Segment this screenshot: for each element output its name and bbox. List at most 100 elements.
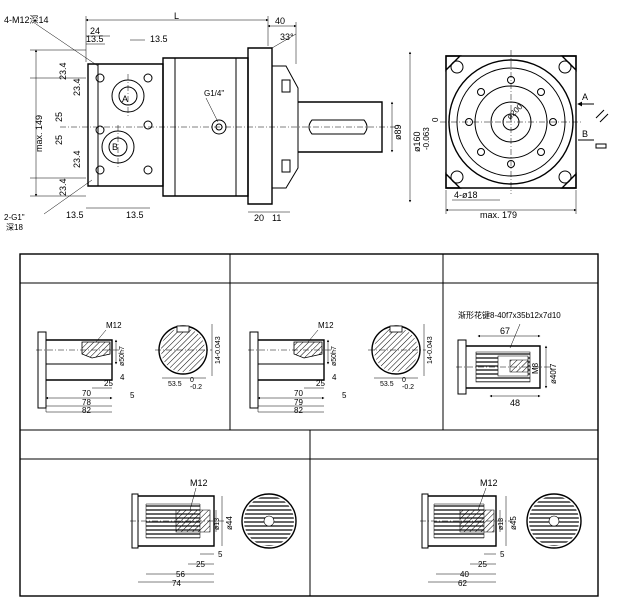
g1-depth-label: 深18 [6, 223, 23, 232]
shaft-end-circle [526, 493, 582, 549]
dim-4-label: 4 [332, 373, 337, 382]
dim-5-label: 5 [218, 550, 223, 559]
dim-13-5-label: 13.5 [86, 34, 104, 44]
dim-62-label: 62 [458, 579, 467, 588]
dim-25-label: 25 [478, 560, 487, 569]
main-view: 4-M12深14 L 24 13.5 13.5 40 33° 23.4 23.4… [4, 11, 440, 232]
d44-label: ø44 [225, 516, 234, 530]
shaft-body [138, 495, 215, 547]
bolt-hole [477, 88, 485, 96]
dim-23-4-label: 23.4 [72, 78, 82, 96]
dim-56-label: 56 [176, 570, 185, 579]
dim-53-tol: -0.2 [402, 384, 414, 391]
shaft-end-circle [241, 493, 297, 549]
shaft-option-1: M12 ø50h7 14-0.043 25 4 70 5 78 82 53.5 … [36, 321, 222, 415]
dim-20-label: 20 [254, 213, 264, 223]
flange-stub [131, 493, 139, 549]
mount-hole [450, 60, 464, 74]
dim-25-label: 25 [104, 379, 113, 388]
g14-leader [205, 97, 219, 123]
dim-74-label: 74 [172, 579, 181, 588]
dim-13-5-label: 13.5 [126, 210, 144, 220]
side-view: A B 4-ø18 max. 179 ø200 [440, 50, 609, 220]
dim-40-label: 40 [460, 570, 469, 579]
dim-5-label: 5 [500, 550, 505, 559]
dia-89-label: ø89 [393, 124, 403, 140]
bolt-hole [477, 148, 485, 156]
dia-160-tol: 0 [431, 117, 440, 122]
dim-25-label: 25 [196, 560, 205, 569]
dim-67-label: 67 [500, 326, 510, 336]
thread-leader [477, 487, 487, 511]
dim-5-label: 5 [342, 391, 347, 400]
dim-53-label: 53.5 [168, 381, 182, 388]
bolt-hole [95, 125, 105, 135]
mount-hole [558, 60, 572, 74]
holes-label: 4-ø18 [454, 190, 478, 200]
rotation-arrow-icon [595, 109, 609, 123]
rotation-arrow-icon [595, 143, 607, 149]
options-table [19, 253, 599, 597]
angle-label: 33° [280, 32, 294, 42]
table-border [19, 253, 599, 597]
d13-label: ø13 [498, 518, 505, 530]
thread-label: M12 [318, 321, 334, 330]
dim-53-tol: -0.2 [190, 384, 202, 391]
dim-11-label: 11 [272, 213, 281, 223]
thread-label: M12 [106, 321, 122, 330]
shaft-body [258, 339, 325, 381]
thread-leader [189, 487, 197, 511]
length-label: L [174, 11, 179, 21]
dim-4-label: 4 [120, 373, 125, 382]
spline-shaft [466, 345, 541, 389]
dim-25-label: 25 [54, 135, 64, 145]
thread-label: M12 [480, 478, 498, 488]
keyway-slot [176, 325, 190, 333]
dim-24-label: 24 [90, 26, 100, 36]
flange-bolt [281, 159, 291, 173]
shaft-end-bore [548, 515, 560, 527]
dim-53-tol: 0 [402, 377, 406, 384]
dim-70-label: 70 [294, 389, 303, 398]
key-label: 14-0.043 [215, 336, 222, 364]
bolt-hole [95, 73, 105, 83]
dim-48-label: 48 [510, 398, 520, 408]
thread-label: M12 [190, 478, 208, 488]
shaft-body [428, 495, 497, 547]
dim-5-label: 5 [130, 391, 135, 400]
d13-label: ø13 [214, 518, 221, 530]
thread-leader [35, 23, 99, 67]
bolt-hole [537, 88, 545, 96]
flange-stub [457, 339, 467, 395]
key-label: 14-0.043 [427, 336, 434, 364]
dim-25-label: 25 [54, 112, 64, 122]
mount-hole [450, 170, 464, 184]
flange-stub [37, 331, 47, 409]
m8-thread [509, 359, 529, 373]
dim-13-5-label: 13.5 [66, 210, 84, 220]
dim-79-label: 79 [294, 398, 303, 407]
port-a-label: A [122, 94, 128, 104]
mount-flange [247, 47, 273, 205]
shaft-body [46, 339, 113, 381]
g14-label: G1/4" [204, 89, 224, 98]
spline-label: 渐形花键8-40f7x35b12x7d10 [458, 310, 561, 320]
bolt-hole [143, 73, 153, 83]
flange-bolt [281, 79, 291, 93]
bolt-hole [95, 165, 105, 175]
dia-label: ø50h7 [119, 346, 126, 366]
mount-hole [558, 170, 572, 184]
max-179-label: max. 179 [480, 210, 517, 220]
angle-leader [271, 33, 297, 49]
dim-40-label: 40 [275, 16, 285, 26]
thread-label: 4-M12深14 [4, 15, 49, 25]
dia-160-label: ø160 [412, 131, 422, 152]
g1-label: 2-G1" [4, 213, 25, 222]
shaft-option-5: M12 ø13 ø45 5 25 40 62 [420, 478, 582, 588]
shaft-option-4: M12 ø13 ø44 5 25 56 74 [130, 478, 297, 588]
dim-82-label: 82 [294, 406, 303, 415]
dim-23-4-label: 23.4 [58, 62, 68, 80]
dim-82-label: 82 [82, 406, 91, 415]
dim-25-label: 25 [316, 379, 325, 388]
arrow-a-label: A [582, 92, 588, 102]
